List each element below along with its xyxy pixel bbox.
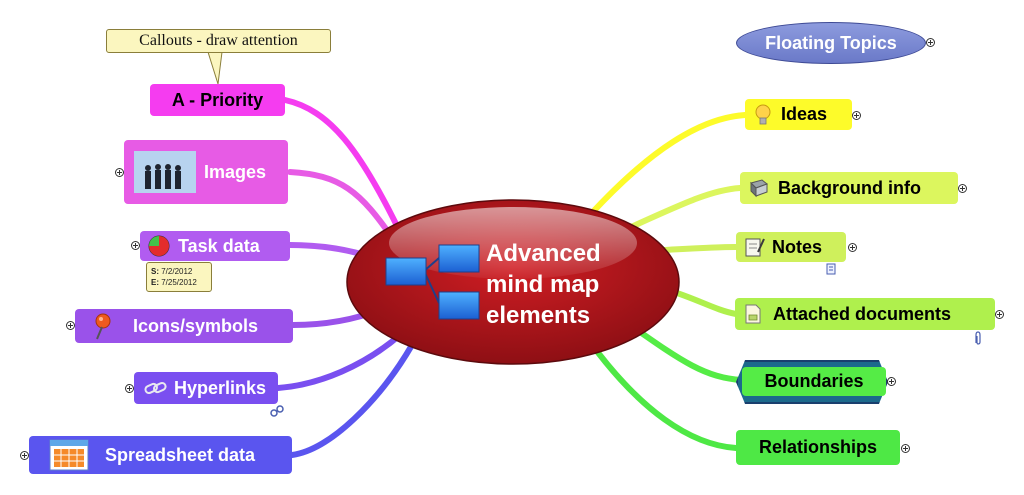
- image-thumbnail-icon: [134, 151, 196, 193]
- background-expand-icon[interactable]: [958, 184, 967, 193]
- ideas-expand-icon[interactable]: [852, 111, 861, 120]
- branch-hyperlinks: [275, 332, 403, 391]
- topic-images-label: Images: [204, 161, 267, 182]
- topic-task-data-label: Task data: [178, 235, 260, 256]
- floating-topic-label: Floating Topics: [765, 32, 897, 53]
- hierarchy-icon: [385, 244, 480, 320]
- topic-spreadsheet-data[interactable]: Spreadsheet data: [29, 436, 292, 474]
- topic-ideas-label: Ideas: [781, 104, 828, 124]
- branch-background: [617, 185, 743, 235]
- spreadsheet-expand-icon[interactable]: [20, 451, 29, 460]
- icons-expand-icon[interactable]: [66, 321, 75, 330]
- topic-images[interactable]: Images: [124, 140, 288, 204]
- task-start-date: 7/2/2012: [161, 267, 193, 276]
- topic-background-info[interactable]: Background info: [740, 172, 958, 204]
- attachment-paperclip-icon[interactable]: [973, 331, 983, 345]
- note-indicator-icon[interactable]: [826, 262, 838, 275]
- callout-box[interactable]: Callouts - draw attention: [106, 29, 331, 53]
- topic-priority-label: A - Priority: [171, 89, 264, 110]
- topic-hyperlinks[interactable]: Hyperlinks: [134, 372, 278, 404]
- topic-boundaries[interactable]: Boundaries: [742, 367, 886, 396]
- central-line-2: mind map: [486, 271, 599, 298]
- central-line-3: elements: [486, 302, 590, 329]
- topic-hyperlinks-label: Hyperlinks: [174, 377, 267, 398]
- branch-relationships: [587, 339, 739, 451]
- notepad-icon: [745, 238, 765, 257]
- topic-notes[interactable]: Notes: [736, 232, 846, 262]
- task-end-date: 7/25/2012: [161, 278, 197, 287]
- branch-boundaries: [627, 322, 745, 383]
- topic-icons-symbols[interactable]: Icons/symbols: [75, 309, 293, 343]
- task-end-row: E: 7/25/2012: [151, 277, 207, 288]
- relationships-expand-icon[interactable]: [901, 444, 910, 453]
- lightbulb-icon: [755, 104, 771, 124]
- attached-expand-icon[interactable]: [995, 310, 1004, 319]
- task-start-label: S:: [151, 267, 159, 276]
- branch-spreadsheet: [289, 342, 415, 458]
- central-line-1: Advanced: [486, 240, 601, 267]
- spreadsheet-icon: [49, 439, 89, 471]
- progress-pie-icon: [148, 235, 170, 257]
- task-start-row: S: 7/2/2012: [151, 266, 207, 277]
- topic-task-data[interactable]: Task data: [140, 231, 290, 261]
- topic-priority[interactable]: A - Priority: [150, 84, 285, 116]
- topic-ideas[interactable]: Ideas: [745, 99, 852, 130]
- central-topic[interactable]: Advanced mind map elements: [346, 199, 680, 365]
- pushpin-icon: [95, 313, 111, 340]
- task-end-label: E:: [151, 278, 159, 287]
- topic-attached-documents[interactable]: Attached documents: [735, 298, 995, 330]
- callout-label: Callouts - draw attention: [139, 32, 298, 49]
- topic-relationships-label: Relationships: [758, 437, 878, 457]
- notes-expand-icon[interactable]: [848, 243, 857, 252]
- topic-notes-label: Notes: [772, 236, 823, 257]
- branch-priority: [282, 97, 403, 235]
- topic-icons-symbols-label: Icons/symbols: [133, 315, 259, 336]
- hyperlink-indicator-icon[interactable]: [270, 405, 284, 417]
- branch-ideas: [587, 112, 748, 218]
- floating-topic[interactable]: Floating Topics: [736, 22, 926, 64]
- topic-relationships[interactable]: Relationships: [736, 430, 900, 465]
- topic-spreadsheet-data-label: Spreadsheet data: [105, 444, 256, 465]
- topic-boundaries-label: Boundaries: [764, 371, 864, 391]
- topic-background-info-label: Background info: [778, 177, 921, 198]
- book-icon: [750, 179, 769, 198]
- topic-attached-documents-label: Attached documents: [773, 303, 952, 324]
- document-icon: [745, 304, 761, 324]
- floating-expand-icon[interactable]: [926, 38, 935, 47]
- branch-images: [287, 169, 398, 245]
- boundaries-expand-icon[interactable]: [887, 377, 896, 386]
- branch-notes: [662, 244, 739, 253]
- hyperlinks-expand-icon[interactable]: [125, 384, 134, 393]
- link-icon: [144, 381, 167, 395]
- task-expand-icon[interactable]: [131, 241, 140, 250]
- task-dates-box: S: 7/2/2012 E: 7/25/2012: [146, 262, 212, 292]
- images-expand-icon[interactable]: [115, 168, 124, 177]
